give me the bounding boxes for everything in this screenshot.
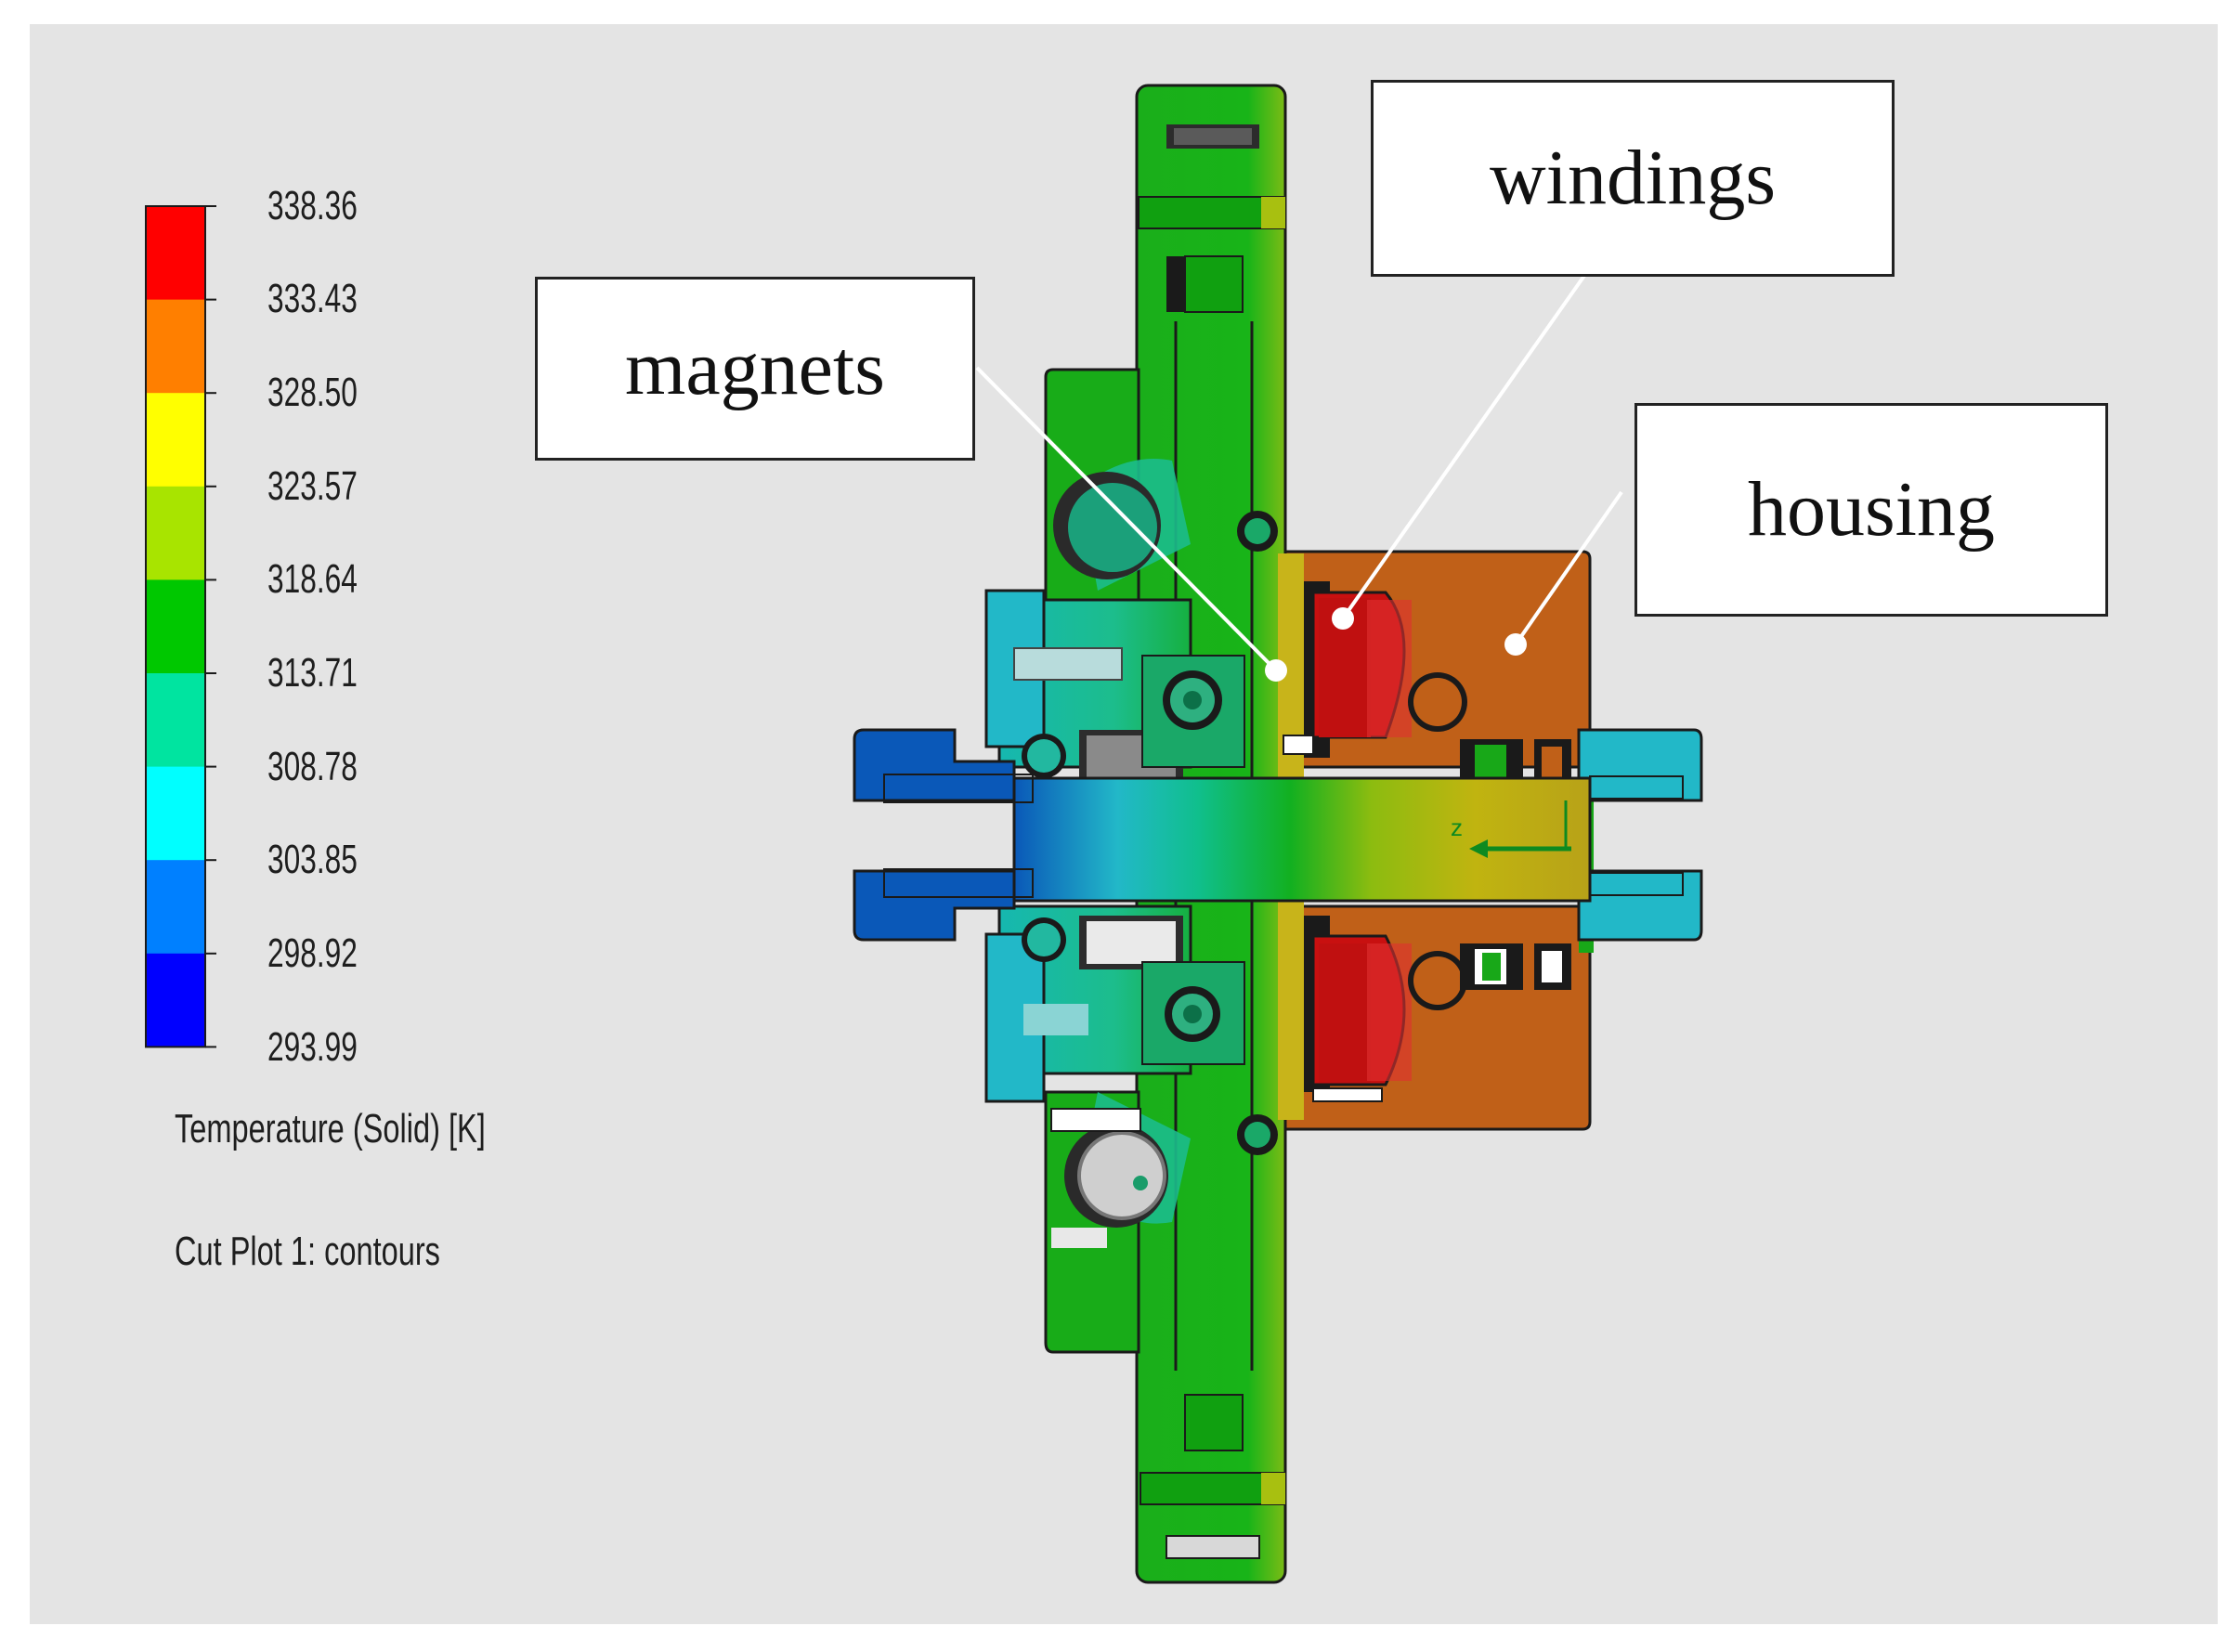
callout-leaders — [975, 271, 1623, 682]
scale-band — [146, 766, 205, 861]
magnets-label: magnets — [625, 325, 885, 411]
scale-tick-label: 308.78 — [267, 744, 358, 789]
scale-tick-label: 323.57 — [267, 463, 358, 509]
scale-band — [146, 860, 205, 955]
shaft-assembly: z — [853, 728, 1703, 942]
plot-label: Cut Plot 1: contours — [175, 1229, 440, 1274]
windings-label: windings — [1489, 135, 1777, 221]
scale-band — [146, 206, 205, 301]
left-hub — [984, 511, 1278, 1155]
magnets-callout: magnets — [535, 277, 975, 461]
scale-band — [146, 393, 205, 488]
thermal-cut-plot: z — [145, 84, 1703, 1584]
scale-band — [146, 579, 205, 674]
scale-tick-label: 338.36 — [267, 183, 358, 228]
scale-tick-label: 303.85 — [267, 837, 358, 882]
svg-text:z: z — [1451, 813, 1463, 841]
housing-block — [1278, 550, 1594, 1131]
scale-tick-label: 313.71 — [267, 650, 358, 696]
housing-callout: housing — [1634, 403, 2108, 617]
scale-tick-label: 333.43 — [267, 276, 358, 321]
scale-tick-label: 318.64 — [267, 556, 358, 602]
scale-band — [146, 953, 205, 1047]
scale-tick-label: 328.50 — [267, 370, 358, 415]
housing-label: housing — [1747, 466, 1996, 553]
color-scale-bar — [145, 205, 216, 1048]
scale-tick-label: 298.92 — [267, 930, 358, 976]
quantity-label: Temperature (Solid) [K] — [175, 1106, 486, 1151]
scale-band — [146, 673, 205, 768]
windings-callout: windings — [1371, 80, 1895, 277]
scale-band — [146, 486, 205, 580]
scale-tick-label: 293.99 — [267, 1024, 358, 1070]
scale-band — [146, 299, 205, 394]
simulation-viewport: z 338.36 333.43 328.50 323.57 318.64 313… — [30, 24, 2218, 1624]
scale-bar-frame — [145, 205, 206, 1048]
